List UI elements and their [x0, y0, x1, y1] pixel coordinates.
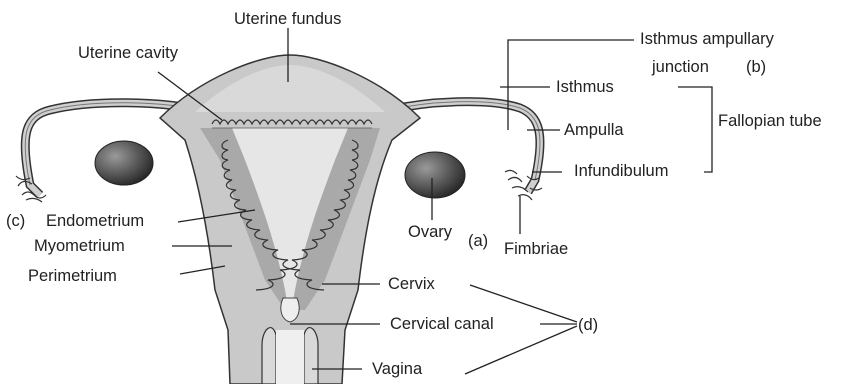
- label-ovary: Ovary: [408, 223, 453, 241]
- label-endometrium: Endometrium: [46, 212, 144, 230]
- label-fimbriae: Fimbriae: [504, 240, 568, 258]
- vagina-shape: [262, 328, 318, 384]
- label-marker-d: (d): [578, 316, 598, 334]
- label-marker-c: (c): [6, 212, 25, 230]
- right-ovary: [405, 152, 465, 198]
- label-uterine-fundus: Uterine fundus: [234, 10, 341, 28]
- bracket-fallopian-tube: [678, 87, 712, 172]
- label-fallopian-tube: Fallopian tube: [718, 112, 822, 130]
- label-marker-a: (a): [468, 232, 488, 250]
- label-uterine-cavity: Uterine cavity: [78, 44, 179, 62]
- label-myometrium: Myometrium: [34, 237, 125, 255]
- label-vagina: Vagina: [372, 360, 423, 378]
- label-marker-b: (b): [746, 58, 766, 76]
- label-ampulla: Ampulla: [564, 121, 624, 139]
- label-isthmus-ampullary-line1: Isthmus ampullary: [640, 30, 775, 48]
- cervical-canal-shape: [281, 298, 299, 322]
- label-isthmus-ampullary-line2: junction: [651, 58, 709, 76]
- labels: Uterine fundus Uterine cavity Isthmus am…: [6, 10, 822, 378]
- label-infundibulum: Infundibulum: [574, 162, 668, 180]
- label-isthmus: Isthmus: [556, 78, 614, 96]
- label-cervical-canal: Cervical canal: [390, 315, 494, 333]
- left-ovary: [95, 141, 153, 185]
- leader-d-to-vagina: [465, 326, 577, 374]
- label-cervix: Cervix: [388, 275, 436, 293]
- label-perimetrium: Perimetrium: [28, 267, 117, 285]
